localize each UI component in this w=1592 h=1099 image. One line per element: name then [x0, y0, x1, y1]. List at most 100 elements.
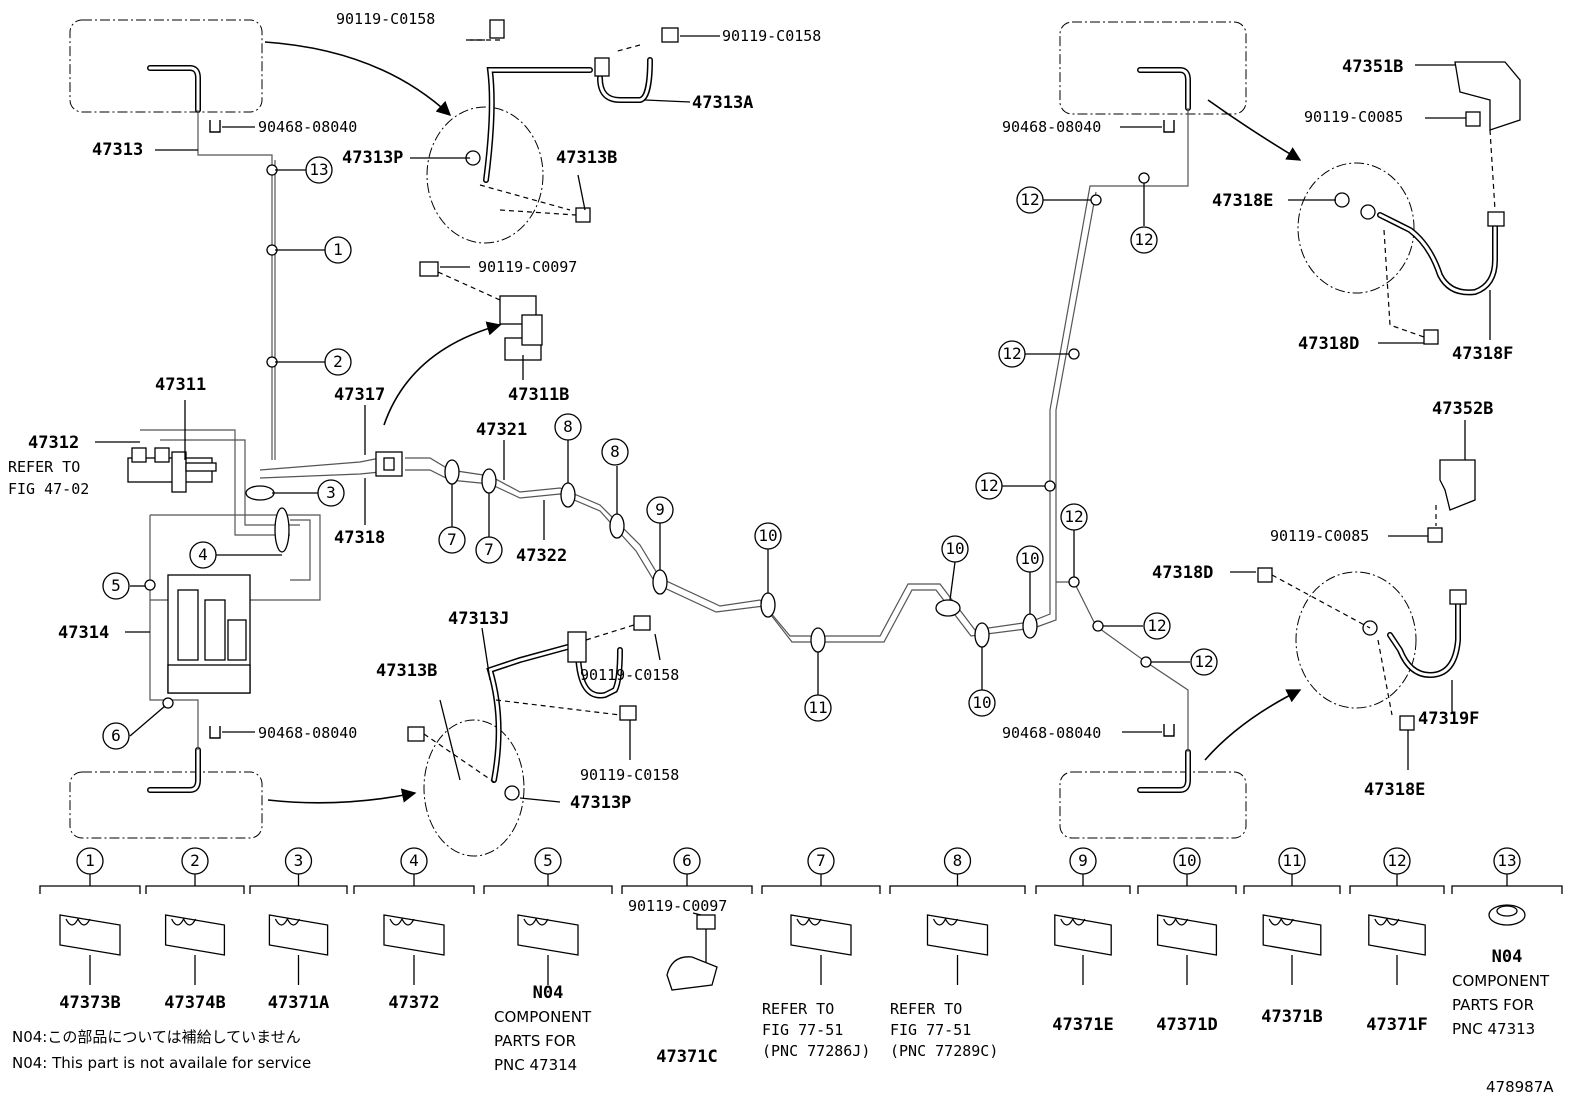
detail-rear-right [1257, 459, 1476, 731]
label-47318D-top: 47318D [1298, 334, 1359, 354]
abs-actuator [167, 574, 251, 694]
legend-part-number: N04 [1492, 947, 1523, 967]
detail-arrow-fl [264, 41, 452, 116]
svg-text:8: 8 [610, 442, 620, 461]
legend-note-line: COMPONENT [494, 1008, 592, 1026]
legend-callout-number: 5 [543, 851, 553, 870]
wheel-box-rear-left [69, 747, 263, 839]
label-refer-to: REFER TO [8, 458, 80, 476]
legend-part-number: 47371A [268, 993, 329, 1013]
callout-12e: 12 [1060, 503, 1088, 531]
callout-6: 6 [102, 722, 130, 750]
svg-text:9: 9 [655, 500, 665, 519]
label-90119-c0158-b: 90119-C0158 [722, 27, 821, 45]
svg-text:7: 7 [447, 530, 457, 549]
wheel-box-front-right [1059, 21, 1247, 115]
legend-part-illustration [59, 914, 121, 985]
label-47351B: 47351B [1342, 57, 1403, 77]
legend-callout-number: 8 [953, 851, 963, 870]
callout-4: 4 [189, 541, 217, 569]
legend-part-illustration [790, 914, 852, 985]
legend-note-line: PARTS FOR [1452, 996, 1534, 1014]
legend-bracket [249, 885, 348, 894]
svg-text:5: 5 [111, 576, 121, 595]
svg-text:10: 10 [972, 693, 991, 712]
callout-10b: 10 [941, 535, 969, 563]
legend-bracket [1451, 885, 1563, 894]
svg-text:13: 13 [309, 160, 328, 179]
callout-7b: 7 [475, 536, 503, 564]
callout-12g: 12 [1190, 648, 1218, 676]
legend-part-illustration [926, 914, 989, 985]
legend-part-number: 47373B [59, 993, 120, 1013]
svg-text:10: 10 [758, 526, 777, 545]
label-47312: 47312 [28, 433, 79, 453]
label-47318F: 47318F [1452, 344, 1513, 364]
detail-rear-left [407, 615, 651, 857]
legend-callout-number: 1 [85, 851, 95, 870]
svg-text:1: 1 [333, 240, 343, 259]
legend-note-line: (PNC 77286J) [762, 1042, 870, 1060]
legend-callout-number: 11 [1282, 851, 1301, 870]
svg-text:12: 12 [1194, 652, 1213, 671]
callout-1: 1 [324, 236, 352, 264]
legend-bracket [761, 885, 881, 894]
legend-note-line: PNC 47314 [494, 1056, 577, 1074]
label-47311: 47311 [155, 375, 206, 395]
legend-part-illustration [1262, 914, 1322, 985]
label-90119-c0158-c: 90119-C0158 [580, 666, 679, 684]
label-47352B: 47352B [1432, 399, 1493, 419]
label-90119-c0097: 90119-C0097 [478, 258, 577, 276]
legend-note-line: PNC 47313 [1452, 1020, 1535, 1038]
label-47317: 47317 [334, 385, 385, 405]
legend-note-line: (PNC 77289C) [890, 1042, 998, 1060]
legend-part-number: 47371D [1156, 1015, 1217, 1035]
legend-note-line: FIG 77-51 [762, 1021, 843, 1039]
label-47318D-bot: 47318D [1152, 563, 1213, 583]
legend-part-illustration [1054, 914, 1112, 985]
legend-callout-number: 2 [190, 851, 200, 870]
legend-bracket [1137, 885, 1237, 894]
legend-bracket [1035, 885, 1131, 894]
footnote-jp: N04:この部品については補給していません [12, 1028, 301, 1046]
callout-12b: 12 [1130, 226, 1158, 254]
svg-text:10: 10 [945, 539, 964, 558]
legend-callout-number: 4 [409, 851, 419, 870]
legend-part-number: N04 [533, 983, 564, 1003]
legend-part-number: 47371B [1261, 1007, 1322, 1027]
detail-arrow-rr [1204, 689, 1302, 761]
label-47318E-bot: 47318E [1364, 780, 1425, 800]
label-fig-47-02: FIG 47-02 [8, 480, 89, 498]
callout-12a: 12 [1016, 186, 1044, 214]
callout-8b: 8 [601, 438, 629, 466]
svg-text:12: 12 [1134, 230, 1153, 249]
callout-12c: 12 [998, 340, 1026, 368]
callout-8a: 8 [554, 413, 582, 441]
legend-callout-number: 3 [294, 851, 304, 870]
svg-text:4: 4 [198, 545, 208, 564]
legend-part-illustration [1488, 904, 1526, 926]
legend-part-illustration [1368, 914, 1426, 985]
detail-bracket-47311B [419, 261, 543, 361]
legend-bracket [39, 885, 141, 894]
legend-bracket [145, 885, 245, 894]
clip-90468-markers [209, 120, 1175, 739]
legend-bracket [483, 885, 613, 894]
legend-part-illustration [383, 914, 445, 985]
label-90468-tr: 90468-08040 [1002, 118, 1101, 136]
legend-item-11: 11 47371B [1243, 847, 1341, 1027]
svg-text:12: 12 [1147, 616, 1166, 635]
legend-part-number: 47371E [1052, 1015, 1113, 1035]
svg-text:10: 10 [1020, 549, 1039, 568]
legend-part-illustration [666, 914, 718, 991]
part-labels: 47313 90468-08040 90119-C0158 90119-C015… [8, 10, 1513, 813]
label-47314: 47314 [58, 623, 109, 643]
